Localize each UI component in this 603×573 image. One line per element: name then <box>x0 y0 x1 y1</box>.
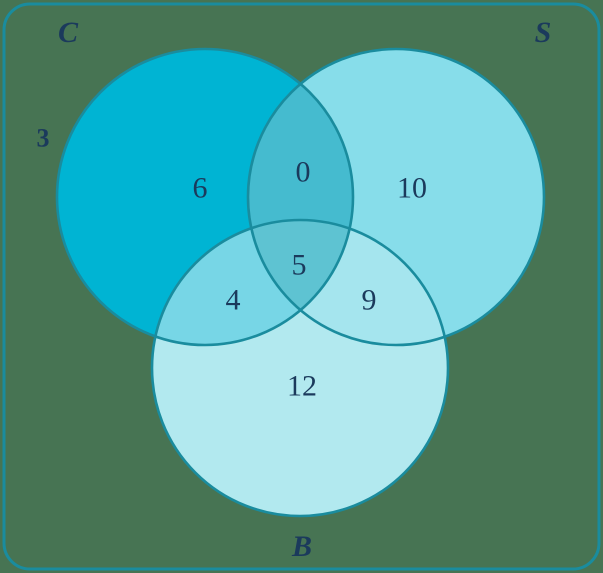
region-count-s-only: 10 <box>397 172 427 205</box>
region-count-s-and-b: 9 <box>362 284 377 317</box>
region-count-c-and-b: 4 <box>226 284 241 317</box>
set-c-outline <box>55 47 355 347</box>
region-count-c-only: 6 <box>193 172 208 205</box>
set-label-c: C <box>58 16 79 49</box>
set-s-outline <box>246 47 546 347</box>
set-label-b: B <box>291 530 312 563</box>
region-count-b-only: 12 <box>287 370 317 403</box>
set-b-outline <box>150 218 450 518</box>
overlap-s-b-region <box>248 220 448 345</box>
region-count-c-and-s: 0 <box>296 156 311 189</box>
set-label-s: S <box>535 16 552 49</box>
overlap-c-b-region <box>152 220 353 345</box>
region-count-outside: 3 <box>37 124 50 153</box>
region-count-c-and-s-and-b: 5 <box>292 249 307 282</box>
